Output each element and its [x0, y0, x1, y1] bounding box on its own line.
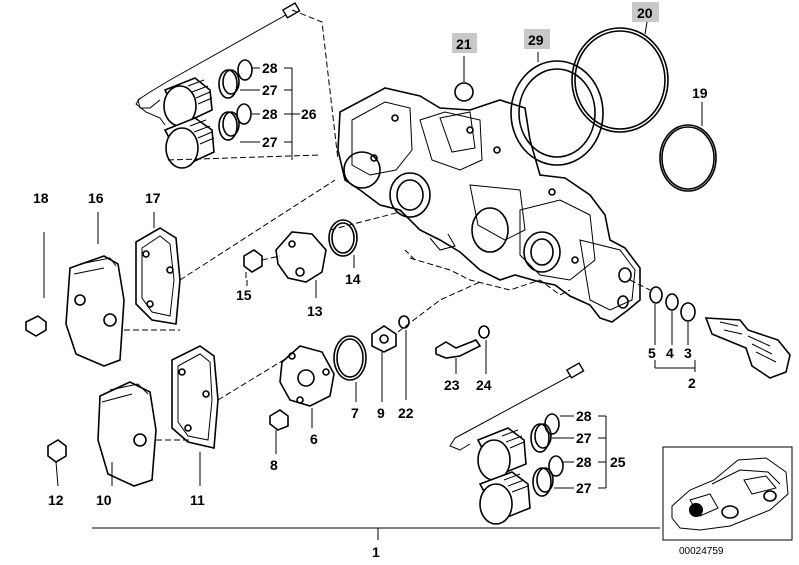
callout-23: 23	[444, 377, 460, 393]
ring-19	[659, 124, 717, 192]
callout-labels: 1 2 3 4 5 6 7 8 9 10 11 12 13 14 15 16 1…	[33, 5, 708, 560]
callout-13: 13	[307, 303, 323, 319]
cover-group-10-11-12	[47, 345, 301, 487]
callout-17: 17	[145, 190, 161, 206]
callout-19: 19	[692, 85, 708, 101]
highlight-box-21	[452, 33, 477, 53]
callout-4: 4	[666, 345, 674, 361]
callout-2: 2	[688, 375, 696, 391]
callout-9: 9	[377, 405, 385, 421]
cover-group-13-14-15	[243, 211, 401, 298]
callout-15: 15	[236, 287, 252, 303]
ring-20	[571, 27, 669, 133]
callout-27d: 27	[576, 480, 592, 496]
callout-6: 6	[310, 431, 318, 447]
piston-group-top	[135, 2, 339, 169]
location-marker-icon	[689, 503, 703, 517]
callout-11: 11	[190, 492, 205, 508]
ring-21	[454, 82, 474, 102]
callout-25: 25	[610, 454, 626, 470]
ring-29-inner	[518, 68, 596, 158]
drawing-reference-number: 00024759	[679, 546, 724, 557]
callout-3: 3	[684, 345, 692, 361]
callout-27b: 27	[262, 134, 278, 150]
piston-group-bottom	[449, 362, 607, 525]
callout-8: 8	[270, 457, 278, 473]
callout-5: 5	[648, 345, 656, 361]
callout-28b: 28	[262, 106, 278, 122]
highlight-box-20	[632, 2, 659, 22]
center-parts-group	[269, 281, 490, 454]
callout-16: 16	[88, 190, 104, 206]
callout-24: 24	[476, 377, 492, 393]
callout-18: 18	[33, 190, 49, 206]
callout-26: 26	[301, 106, 317, 122]
ring-29-outer	[510, 60, 604, 166]
callout-10: 10	[96, 492, 112, 508]
callout-21: 21	[456, 36, 472, 52]
cover-group-16-17-18	[25, 179, 336, 367]
callout-27a: 27	[262, 82, 278, 98]
seal-rings-top-right	[454, 21, 717, 192]
leaders-top-group	[240, 67, 300, 160]
callout-28c: 28	[576, 408, 592, 424]
callout-12: 12	[48, 492, 64, 508]
bleed-fitting-group	[629, 279, 791, 379]
callout-28a: 28	[262, 60, 278, 76]
highlight-box-29	[524, 29, 550, 49]
callout-22: 22	[398, 405, 414, 421]
assembly-bracket-1	[92, 527, 660, 540]
callout-7: 7	[351, 405, 359, 421]
caliper-housing	[337, 87, 641, 323]
callout-14: 14	[345, 271, 361, 287]
vehicle-thumbnail	[662, 446, 793, 541]
callout-20: 20	[637, 5, 653, 21]
callout-29: 29	[528, 32, 544, 48]
callout-1: 1	[372, 544, 380, 560]
callout-27c: 27	[576, 430, 592, 446]
callout-28d: 28	[576, 454, 592, 470]
